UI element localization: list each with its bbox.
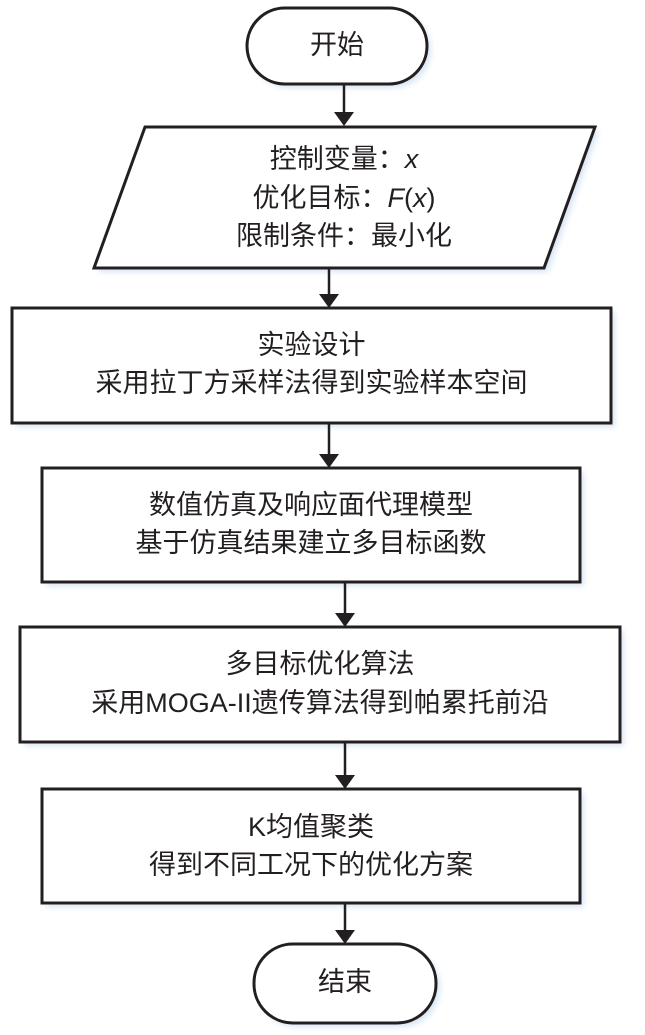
arrowhead <box>319 294 339 308</box>
control-variable-label: 控制变量： <box>269 144 405 175</box>
moo-desc-pre: 采用 <box>91 688 146 719</box>
sim-desc: 基于仿真结果建立多目标函数 <box>135 528 487 559</box>
objective-line: 优化目标：F(x) <box>94 179 594 218</box>
moo-desc-algo: MOGA-II <box>145 688 252 718</box>
doe-desc: 采用拉丁方采样法得到实验样本空间 <box>95 368 528 399</box>
moo-desc: 采用MOGA-II遗传算法得到帕累托前沿 <box>20 684 620 723</box>
arrows <box>319 84 355 944</box>
objective-paren-close: ) <box>426 183 436 213</box>
control-variable-line: 控制变量：x <box>94 140 594 179</box>
doe-process-box <box>10 306 613 425</box>
arrowhead <box>335 775 355 789</box>
moo-title: 多目标优化算法 <box>225 649 415 680</box>
sim-process-box <box>40 466 582 584</box>
arrowhead <box>334 112 354 126</box>
constraint-value: 最小化 <box>371 221 452 252</box>
end-text: 结束 <box>318 967 372 998</box>
moo-desc-post: 遗传算法得到帕累托前沿 <box>251 688 549 719</box>
kmeans-labels: K均值聚类 得到不同工况下的优化方案 <box>42 808 580 885</box>
doe-labels: 实验设计 采用拉丁方采样法得到实验样本空间 <box>12 327 611 403</box>
objective-x: x <box>413 183 427 213</box>
start-label: 开始 <box>247 27 427 65</box>
kmeans-title-rest: 均值聚类 <box>266 812 374 843</box>
input-parallelogram <box>91 125 598 270</box>
kmeans-k: K <box>247 812 266 842</box>
sim-title: 数值仿真及响应面代理模型 <box>149 490 473 521</box>
constraint-label: 限制条件： <box>236 221 371 252</box>
constraint-line: 限制条件：最小化 <box>94 218 594 256</box>
moo-process-box <box>18 625 622 744</box>
kmeans-process-box <box>40 787 582 905</box>
moo-labels: 多目标优化算法 采用MOGA-II遗传算法得到帕累托前沿 <box>20 646 620 723</box>
objective-f: F <box>387 183 405 213</box>
kmeans-desc: 得到不同工况下的优化方案 <box>149 850 473 881</box>
start-terminal <box>245 6 429 86</box>
end-label: 结束 <box>254 964 436 1002</box>
objective-paren-open: ( <box>404 183 413 213</box>
arrowhead <box>335 930 355 944</box>
objective-label: 优化目标： <box>252 183 388 214</box>
start-text: 开始 <box>310 30 364 61</box>
input-labels: 控制变量：x 优化目标：F(x) 限制条件：最小化 <box>94 140 594 256</box>
kmeans-title: K均值聚类 <box>42 808 580 847</box>
doe-title: 实验设计 <box>257 330 366 361</box>
arrowhead <box>319 454 339 468</box>
arrowhead <box>335 613 355 627</box>
end-terminal <box>252 942 438 1025</box>
sim-labels: 数值仿真及响应面代理模型 基于仿真结果建立多目标函数 <box>42 487 580 563</box>
control-variable-value: x <box>404 144 419 174</box>
